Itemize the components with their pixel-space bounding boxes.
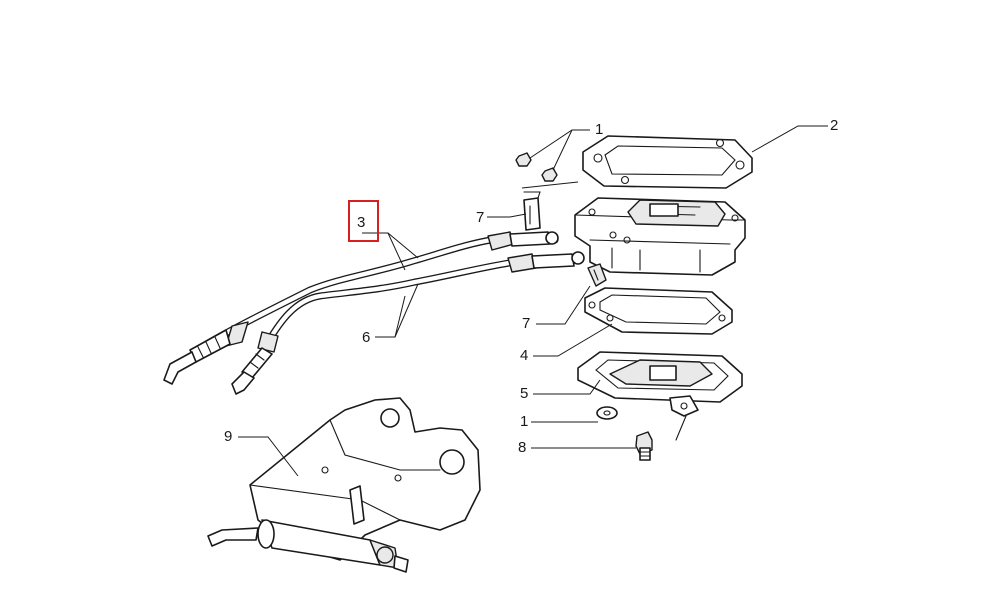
washer — [596, 406, 618, 420]
callout-7-mid: 7 — [522, 315, 530, 332]
callout-2: 2 — [830, 117, 838, 134]
base-plate — [577, 351, 743, 441]
gasket-lower — [584, 287, 733, 335]
clip-upper — [523, 191, 541, 231]
nuts-top — [515, 152, 558, 182]
callout-6: 6 — [362, 329, 370, 346]
shift-cables — [163, 231, 585, 395]
mounting-bracket — [207, 397, 481, 573]
clip-lower — [587, 263, 607, 287]
bolt — [635, 431, 653, 461]
selector-housing — [574, 197, 746, 276]
callout-9: 9 — [224, 428, 232, 445]
highlight-box-3 — [348, 200, 379, 242]
callout-1-top: 1 — [595, 121, 603, 138]
callout-3: 3 — [357, 214, 365, 231]
callout-8: 8 — [518, 439, 526, 456]
callout-1-bottom: 1 — [520, 413, 528, 430]
callout-5: 5 — [520, 385, 528, 402]
callout-4: 4 — [520, 347, 528, 364]
callout-7-top: 7 — [476, 209, 484, 226]
gasket-top — [582, 135, 753, 189]
leader-lines — [238, 125, 828, 477]
